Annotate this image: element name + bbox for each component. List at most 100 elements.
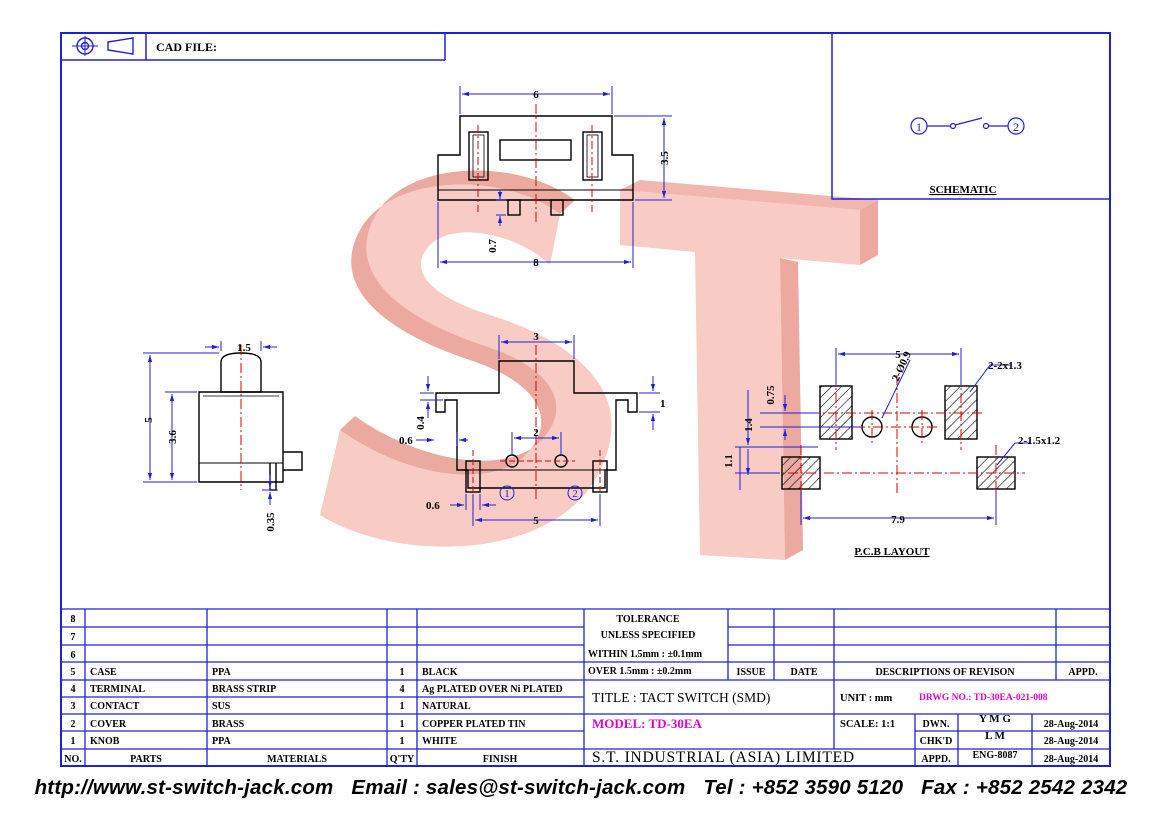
dim-front-1: 1	[660, 398, 666, 410]
bom-material: PPA	[212, 667, 231, 678]
website-link[interactable]: http://www.st-switch-jack.com	[34, 776, 334, 799]
bom-no: 6	[71, 650, 76, 661]
dim-side-5: 5	[143, 417, 155, 423]
title-block-grid	[61, 608, 1110, 766]
contact-footer: http://www.st-switch-jack.com Email : sa…	[0, 776, 1162, 800]
top-view	[437, 104, 634, 225]
appd-label: APPD.	[921, 754, 951, 765]
tolerance-line1: TOLERANCE	[616, 614, 679, 625]
outer-frame	[60, 32, 1111, 767]
bom-table: 8 7 6 5 CASE PPA 1 BLACK 4 TERMINAL BRASS STRIP 4 Ag…	[64, 614, 563, 765]
tolerance-line2: UNLESS SPECIFIED	[601, 630, 696, 641]
bom-finish: Ag PLATED OVER Ni PLATED	[422, 684, 563, 695]
pcb-pad-bottom-label: 2-1.5x1.2	[1018, 435, 1061, 447]
dwn-date: 28-Aug-2014	[1044, 719, 1098, 730]
front-pin2: 2	[572, 488, 578, 500]
bom-finish: NATURAL	[422, 701, 471, 712]
bom-qty: 1	[400, 701, 405, 712]
bom-qty: 1	[400, 736, 405, 747]
bom-part: COVER	[90, 719, 127, 730]
fax-text: Fax : +852 2542 2342	[921, 776, 1128, 799]
dim-pcb-075: 0.75	[765, 385, 777, 405]
front-view	[435, 345, 638, 500]
dim-pcb-14: 1.4	[743, 418, 755, 432]
dim-pcb-79: 7.9	[891, 514, 905, 526]
company-name: S.T. INDUSTRIAL (ASIA) LIMITED	[592, 749, 855, 766]
schematic-pin1: 1	[916, 120, 922, 134]
dim-front-5: 5	[533, 515, 539, 527]
pcb-dims	[735, 348, 1030, 525]
appd-date: 28-Aug-2014	[1044, 754, 1098, 765]
dim-top-6: 6	[533, 89, 539, 101]
dim-front-2: 2	[533, 427, 539, 439]
appd-name: ENG-8087	[973, 750, 1018, 761]
bom-finish: WHITE	[422, 736, 457, 747]
dim-top-07: 0.7	[487, 239, 499, 253]
bom-no: 7	[71, 632, 76, 643]
title-text: TITLE : TACT SWITCH (SMD)	[592, 690, 770, 705]
watermark-st	[320, 170, 878, 560]
bom-qty: 1	[400, 667, 405, 678]
model-text: MODEL: TD-30EA	[592, 716, 703, 731]
bom-part: CONTACT	[90, 701, 140, 712]
unit-text: UNIT : mm	[840, 693, 893, 704]
schematic-title: SCHEMATIC	[929, 184, 996, 196]
revision-issue: ISSUE	[737, 667, 766, 678]
top-view-dims	[437, 86, 672, 268]
dim-front-06b: 0.6	[426, 500, 440, 512]
schematic-pin2: 2	[1013, 120, 1019, 134]
drawing-sheet: CAD FILE: 1 2 SCHEMATIC	[60, 32, 1111, 767]
pcb-layout	[770, 375, 1025, 500]
dim-side-035: 0.35	[265, 512, 277, 532]
front-pin1: 1	[504, 488, 510, 500]
tel-text: Tel : +852 3590 5120	[703, 776, 904, 799]
bom-part: CASE	[90, 667, 117, 678]
front-view-dims	[416, 335, 660, 526]
bom-material: PPA	[212, 736, 231, 747]
cad-header: CAD FILE:	[61, 33, 446, 61]
bom-finish: COPPER PLATED TIN	[422, 719, 526, 730]
dim-top-8: 8	[533, 257, 539, 269]
bom-header-part: PARTS	[130, 754, 162, 765]
dim-pcb-5: 5	[895, 349, 901, 361]
bom-material: BRASS STRIP	[212, 684, 276, 695]
bom-header-qty: Q'TY	[390, 754, 415, 765]
dim-front-04: 0.4	[415, 416, 427, 430]
drawing-number: DRWG NO.: TD-30EA-021-008	[919, 693, 1048, 703]
bom-qty: 1	[400, 719, 405, 730]
bom-header-no: NO.	[64, 754, 82, 765]
pcb-pad-top-label: 2-2x1.3	[988, 360, 1022, 372]
projection-symbol-icon	[72, 36, 134, 56]
chkd-date: 28-Aug-2014	[1044, 736, 1098, 747]
bom-no: 4	[71, 684, 76, 695]
bom-no: 1	[71, 736, 76, 747]
chkd-name: L M	[985, 730, 1005, 742]
dwn-name: Y M G	[979, 713, 1011, 725]
cad-file-label: CAD FILE:	[156, 40, 217, 54]
revision-date: DATE	[790, 667, 817, 678]
tolerance-within: WITHIN 1.5mm : ±0.1mm	[588, 649, 703, 660]
scale-text: SCALE: 1:1	[840, 719, 895, 730]
tolerance-over: OVER 1.5mm : ±0.2mm	[588, 666, 692, 677]
side-view-dims	[143, 341, 278, 505]
email-text[interactable]: Email : sales@st-switch-jack.com	[351, 776, 686, 799]
bom-no: 3	[71, 701, 76, 712]
bom-finish: BLACK	[422, 667, 458, 678]
bom-part: TERMINAL	[90, 684, 145, 695]
bom-material: BRASS	[212, 719, 245, 730]
pcb-title: P.C.B LAYOUT	[854, 546, 930, 558]
dim-side-36: 3.6	[167, 430, 179, 444]
bom-no: 8	[71, 614, 76, 625]
dim-front-06a: 0.6	[399, 435, 413, 447]
dim-side-15: 1.5	[237, 342, 251, 354]
revision-appd: APPD.	[1068, 667, 1098, 678]
chkd-label: CHK'D	[920, 736, 953, 747]
bom-no: 5	[71, 667, 76, 678]
dim-front-3: 3	[533, 331, 539, 343]
schematic-box: 1 2 SCHEMATIC	[831, 32, 1111, 200]
bom-qty: 4	[400, 684, 405, 695]
side-view	[198, 345, 303, 491]
bom-header-material: MATERIALS	[267, 754, 327, 765]
dwn-label: DWN.	[923, 719, 950, 730]
bom-part: KNOB	[90, 736, 120, 747]
